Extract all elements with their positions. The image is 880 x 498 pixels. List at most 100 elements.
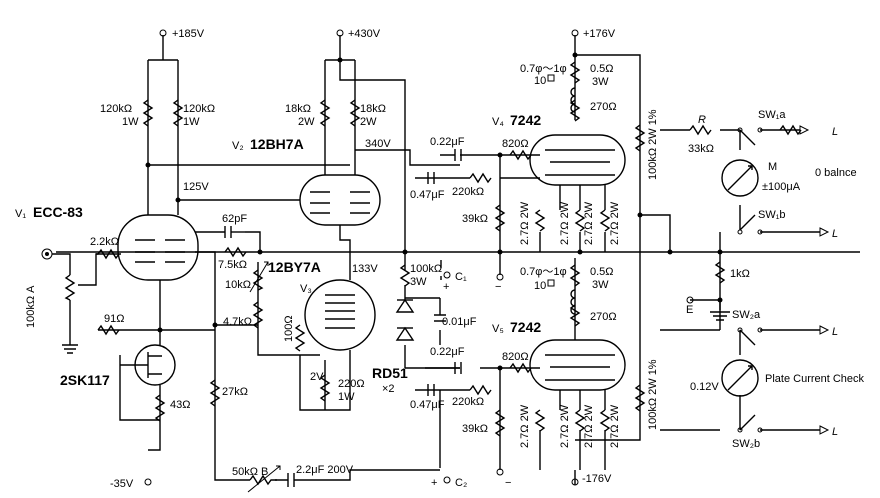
r27-2w-label-3: 2.7Ω 2W: [583, 201, 595, 245]
out-l-label-1: L: [832, 126, 838, 138]
rR-label: R: [698, 114, 706, 126]
c2-label: C₂: [455, 477, 467, 489]
r39ka-label: 39kΩ: [462, 213, 488, 225]
r33k-label: 33kΩ: [688, 143, 714, 155]
c62p-label: 62pF: [222, 213, 247, 225]
resistors: [64, 61, 802, 493]
zener-diodes: [395, 298, 415, 341]
rail-plus430-label: +430V: [348, 28, 381, 40]
r05a-w-label: 3W: [592, 76, 609, 88]
ground-e-label: E: [686, 304, 693, 316]
tube-v2-prefix: V₂: [232, 140, 244, 152]
r27-2w-label-1: 2.7Ω 2W: [519, 201, 531, 245]
r1w-b-label: 1W: [183, 116, 200, 128]
r2w-a-label: 2W: [298, 116, 315, 128]
c2-minus-label: −: [505, 477, 511, 489]
r05a-label: 0.5Ω: [590, 63, 614, 75]
r100-label: 100Ω: [283, 315, 295, 342]
r27-2w-label-6: 2.7Ω 2W: [559, 404, 571, 448]
c022b-label: 0.22μF: [430, 346, 465, 358]
r270b-label: 270Ω: [590, 311, 617, 323]
out-l-label-2: L: [832, 228, 838, 240]
junctions: [145, 52, 723, 371]
rail-minus176-label: -176V: [582, 473, 612, 485]
r22k-label: 2.2kΩ: [90, 236, 119, 248]
labels: +185V +430V +176V -35V -176V 125V 340V 1…: [15, 28, 865, 490]
r27-2w-label-8: 2.7Ω 2W: [609, 404, 621, 448]
capacitors: [224, 149, 462, 487]
r120k-b-label: 120kΩ: [183, 103, 215, 115]
r220w-label: 1W: [338, 391, 355, 403]
tube-v4-prefix: V₄: [492, 116, 504, 128]
v2v-label: 2V: [310, 371, 324, 383]
tube-v3-ref: V₃: [300, 283, 312, 295]
meter-ua-label: ±100μA: [762, 181, 801, 193]
r18k-a-label: 18kΩ: [285, 103, 311, 115]
r120k-a-label: 120kΩ: [100, 103, 132, 115]
sw1b-label: SW₁b: [758, 209, 786, 221]
r47k-label: 4.7kΩ: [223, 316, 252, 328]
v340-label: 340V: [365, 138, 391, 150]
r75k-label: 7.5kΩ: [218, 259, 247, 271]
r820a-label: 820Ω: [502, 138, 529, 150]
inductor-coils: [547, 74, 576, 315]
sw1a-label: SW₁a: [758, 109, 786, 121]
r27-2w-label-2: 2.7Ω 2W: [559, 201, 571, 245]
tube-v4: [529, 134, 626, 186]
r100k2w-label-1: 100kΩ 2W 1%: [647, 109, 659, 180]
r270a-label: 270Ω: [590, 101, 617, 113]
zero-balance-label: 0 balnce: [815, 167, 857, 179]
rail-plus185-label: +185V: [172, 28, 205, 40]
wire-b-label: 0.7φ～1φ: [520, 266, 567, 278]
r39kb-label: 39kΩ: [462, 423, 488, 435]
rail-minus35-label: -35V: [110, 478, 134, 490]
tube-v5: [529, 339, 626, 391]
tube-v3-label: 12BY7A: [268, 259, 321, 275]
v125-label: 125V: [183, 181, 209, 193]
c022a-label: 0.22μF: [430, 136, 465, 148]
c1-plus-label: +: [443, 281, 449, 293]
wire-a-label: 0.7φ～1φ: [520, 63, 567, 75]
c1-label: C₁: [455, 271, 467, 283]
c22u-label: 2.2μF 200V: [296, 464, 354, 476]
switches: [737, 125, 830, 435]
tube-v3: [304, 279, 376, 351]
r100k2w-label-2: 100kΩ 2W 1%: [647, 359, 659, 430]
wire-b2-label: 10: [534, 280, 546, 292]
tube-v2: [299, 174, 381, 226]
v133-label: 133V: [352, 263, 378, 275]
tube-v1-label: ECC-83: [33, 204, 83, 220]
c1-minus-label: −: [495, 281, 501, 293]
c2-plus-label: +: [431, 477, 437, 489]
rail-plus176-label: +176V: [583, 28, 616, 40]
r220kb-label: 220kΩ: [452, 396, 484, 408]
r27k-label: 27kΩ: [222, 386, 248, 398]
r43-label: 43Ω: [170, 399, 190, 411]
c047b-label: 0.47μF: [410, 399, 445, 411]
tube-v1: [117, 214, 199, 281]
r1w-a-label: 1W: [122, 116, 139, 128]
diode-count-label: ×2: [382, 383, 395, 395]
r220ka-label: 220kΩ: [452, 186, 484, 198]
sw2a-label: SW₂a: [732, 309, 761, 321]
r820b-label: 820Ω: [502, 351, 529, 363]
r91-label: 91Ω: [104, 313, 124, 325]
fet-label: 2SK117: [60, 372, 110, 388]
tube-v2-label: 12BH7A: [250, 136, 304, 152]
r27-2w-label-5: 2.7Ω 2W: [519, 404, 531, 448]
c047a-label: 0.47μF: [410, 189, 445, 201]
tube-v5-prefix: V₅: [492, 323, 504, 335]
c001-label: 0.01μF: [442, 316, 477, 328]
meter-plate: [721, 359, 759, 397]
plate-current-check-label: Plate Current Check: [765, 373, 865, 385]
r05b-label: 0.5Ω: [590, 266, 614, 278]
r05b-w-label: 3W: [592, 279, 609, 291]
terminals: [144, 29, 694, 486]
out-l-label-3: L: [832, 326, 838, 338]
tube-v1-prefix: V₁: [15, 208, 26, 220]
r100k3w-label: 100kΩ: [410, 263, 442, 275]
fet: [120, 344, 176, 386]
ground-symbols: [710, 311, 730, 321]
tube-v5-label: 7242: [510, 319, 541, 335]
